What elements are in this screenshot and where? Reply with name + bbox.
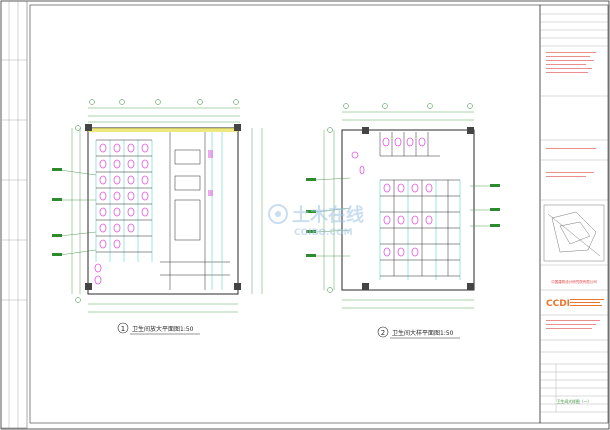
plan-1-dimensions-top	[88, 107, 240, 123]
company-logo: CCDI	[546, 299, 604, 309]
title-block: 中国建筑设计研究院有限公司 CCDI 卫生间大样图（一）	[539, 4, 609, 424]
plan-2-scale: 1:50	[440, 330, 454, 337]
plan-2-title: 2 卫生间大样平面图 1:50	[377, 326, 460, 339]
plan-1-title: 1 卫生间放大平面图 1:50	[117, 322, 200, 335]
plan-1-title-text: 卫生间放大平面图	[132, 325, 180, 333]
drawing-name: 卫生间大样图（一）	[557, 399, 591, 404]
logo-text: CCDI	[546, 299, 570, 309]
key-plan	[543, 204, 605, 262]
plan-2	[306, 103, 500, 309]
watermark-en: COIBO.COM	[294, 228, 353, 238]
plan-1	[52, 99, 263, 313]
watermark: 土木在线 COIBO.COM	[268, 204, 364, 238]
plan-2-title-text: 卫生间大样平面图	[392, 329, 440, 337]
plan-1-scale: 1:50	[180, 326, 194, 333]
plan-2-number: 2	[381, 329, 385, 337]
company-name: 中国建筑设计研究院有限公司	[551, 279, 597, 284]
plan-1-number: 1	[121, 325, 125, 333]
binding-strip	[0, 0, 28, 429]
watermark-cn: 土木在线	[292, 204, 364, 226]
plan-1-axis-bubbles	[75, 99, 239, 303]
